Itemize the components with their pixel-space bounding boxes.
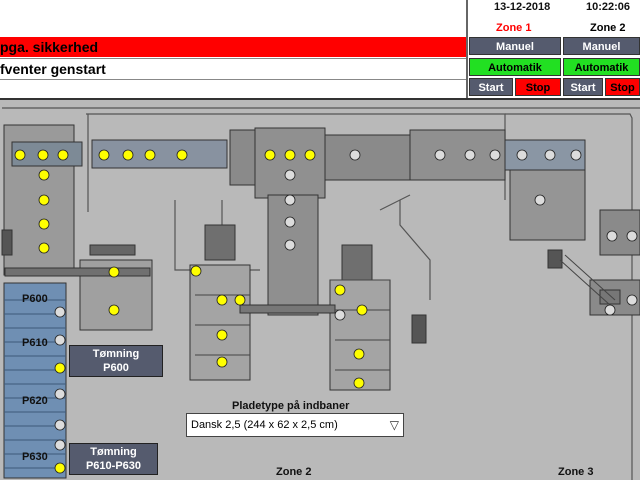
sensor-light — [216, 356, 228, 368]
plate-type-label: Pladetype på indbaner — [232, 400, 350, 412]
plate-type-value: Dansk 2,5 (244 x 62 x 2,5 cm) — [191, 419, 338, 431]
zone1-start-button[interactable]: Start — [469, 78, 513, 96]
empty-p600-button[interactable]: Tømning P600 — [69, 345, 163, 377]
sensor-off — [284, 169, 296, 181]
sensor-light — [234, 294, 246, 306]
sensor-light — [176, 149, 188, 161]
position-label-p630: P630 — [22, 451, 48, 463]
sensor-light — [38, 218, 50, 230]
sensor-light — [38, 242, 50, 254]
sensor-off — [604, 304, 616, 316]
zone1-manual-button[interactable]: Manuel — [469, 37, 561, 55]
sensor-off — [606, 230, 618, 242]
sensor-light — [353, 348, 365, 360]
plant-diagram — [1, 107, 640, 480]
sensor-off — [349, 149, 361, 161]
sensor-off — [54, 439, 66, 451]
empty-p610-line2: P610-P630 — [85, 460, 142, 472]
sensor-light — [356, 304, 368, 316]
sensor-light — [264, 149, 276, 161]
sensor-light — [334, 284, 346, 296]
header-separator — [0, 98, 640, 100]
sensor-light — [304, 149, 316, 161]
chevron-down-icon: ▽ — [389, 418, 399, 432]
position-label-p620: P620 — [22, 395, 48, 407]
sensor-off — [54, 306, 66, 318]
zone2-stop-button[interactable]: Stop — [605, 78, 640, 96]
empty-p600-line1: Tømning — [92, 348, 140, 360]
sensor-light — [38, 194, 50, 206]
empty-p600-line2: P600 — [103, 362, 129, 374]
sensor-off — [464, 149, 476, 161]
empty-p610-line1: Tømning — [90, 446, 137, 458]
sensor-off — [489, 149, 501, 161]
sensor-light — [122, 149, 134, 161]
sensor-light — [190, 265, 202, 277]
plate-type-select[interactable]: Dansk 2,5 (244 x 62 x 2,5 cm) ▽ — [186, 413, 404, 437]
sensor-off — [284, 216, 296, 228]
sensor-light — [284, 149, 296, 161]
empty-p610-p630-button[interactable]: Tømning P610-P630 — [69, 443, 158, 475]
zone1-stop-button[interactable]: Stop — [515, 78, 561, 96]
zone2-auto-button[interactable]: Automatik — [563, 58, 640, 76]
sensor-light — [37, 149, 49, 161]
sensor-light — [54, 362, 66, 374]
sensor-light — [216, 294, 228, 306]
zone1-auto-button[interactable]: Automatik — [469, 58, 561, 76]
sensor-light — [38, 169, 50, 181]
position-label-p610: P610 — [22, 337, 48, 349]
sensor-off — [54, 419, 66, 431]
sensor-light — [54, 462, 66, 474]
sensor-light — [14, 149, 26, 161]
sensor-light — [108, 266, 120, 278]
status-message: fventer genstart — [0, 58, 466, 80]
sensor-off — [54, 334, 66, 346]
sensor-off — [284, 239, 296, 251]
zone2-header: Zone 2 — [590, 22, 626, 34]
zone2-manual-button[interactable]: Manuel — [563, 37, 640, 55]
sensor-off — [626, 294, 638, 306]
zone3-label: Zone 3 — [558, 466, 594, 478]
zone2-start-button[interactable]: Start — [563, 78, 603, 96]
sensor-off — [334, 309, 346, 321]
sensor-light — [216, 329, 228, 341]
sensor-off — [534, 194, 546, 206]
header-bar: pga. sikkerhed fventer genstart 13-12-20… — [0, 0, 640, 98]
time-display: 10:22:06 — [586, 1, 631, 13]
sensor-light — [57, 149, 69, 161]
date-display: 13-12-2018 — [494, 1, 551, 13]
sensor-off — [626, 230, 638, 242]
alarm-message: pga. sikkerhed — [0, 37, 466, 57]
zone2-label: Zone 2 — [276, 466, 312, 478]
position-label-p600: P600 — [22, 293, 48, 305]
sensor-off — [544, 149, 556, 161]
sensor-light — [108, 304, 120, 316]
sensor-off — [434, 149, 446, 161]
sensor-light — [353, 377, 365, 389]
sensor-off — [570, 149, 582, 161]
sensor-light — [98, 149, 110, 161]
header-divider — [466, 0, 468, 98]
sensor-off — [54, 388, 66, 400]
sensor-light — [144, 149, 156, 161]
zone1-header: Zone 1 — [496, 22, 532, 34]
sensor-off — [284, 194, 296, 206]
sensor-off — [516, 149, 528, 161]
